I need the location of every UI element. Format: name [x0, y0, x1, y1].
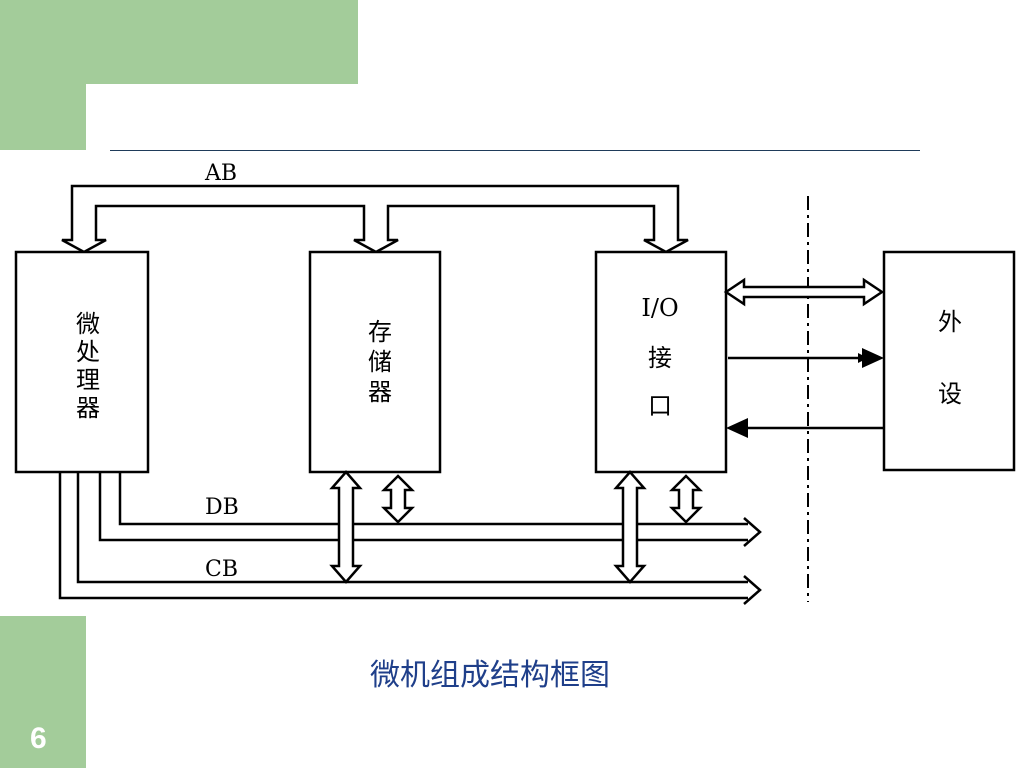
cb-line-outer	[76, 472, 748, 584]
db-line-inner	[98, 472, 748, 542]
cb-arrowhead	[743, 575, 762, 605]
memory-label-2: 储	[368, 348, 392, 376]
io-label-1: I/O	[641, 294, 678, 322]
io-interface-block	[594, 250, 728, 474]
db-arrowhead	[743, 517, 762, 547]
cpu-label-4: 器	[76, 394, 100, 422]
io-label-3: 口	[648, 392, 672, 420]
cb-label: CB	[205, 557, 238, 582]
io-data-bus-arrow	[613, 470, 647, 584]
db-label: DB	[205, 495, 239, 520]
decor-bottom-band	[0, 616, 86, 768]
io-label-2: 接	[648, 344, 672, 372]
cb-line-inner	[58, 472, 748, 600]
peripheral-block	[882, 250, 1016, 472]
cpu-label-2: 处	[76, 338, 100, 366]
ab-label: AB	[204, 161, 237, 186]
address-bus	[61, 184, 689, 254]
memory-control-bus-arrow	[380, 474, 416, 524]
title-rule	[110, 150, 920, 151]
cpu-label-1: 微	[76, 310, 100, 338]
cpu-block	[14, 250, 150, 474]
peripheral-label-2: 设	[938, 380, 962, 408]
decor-left-band	[0, 84, 86, 150]
diagram-caption: 微机组成结构框图	[370, 658, 610, 693]
io-control-bus-arrow	[668, 474, 704, 524]
db-line-outer	[118, 472, 748, 526]
peripheral-label-1: 外	[938, 308, 962, 336]
memory-data-bus-arrow	[329, 470, 363, 584]
io-to-peripheral-head	[862, 348, 884, 368]
memory-block	[308, 250, 442, 474]
page-number: 6	[30, 722, 47, 755]
memory-label-1: 存	[368, 318, 392, 346]
cpu-label-3: 理	[76, 366, 100, 394]
peripheral-to-io-head	[726, 418, 748, 438]
io-peripheral-bidir-arrow	[723, 277, 885, 307]
memory-label-3: 器	[368, 378, 392, 406]
decor-top-band	[0, 0, 358, 84]
